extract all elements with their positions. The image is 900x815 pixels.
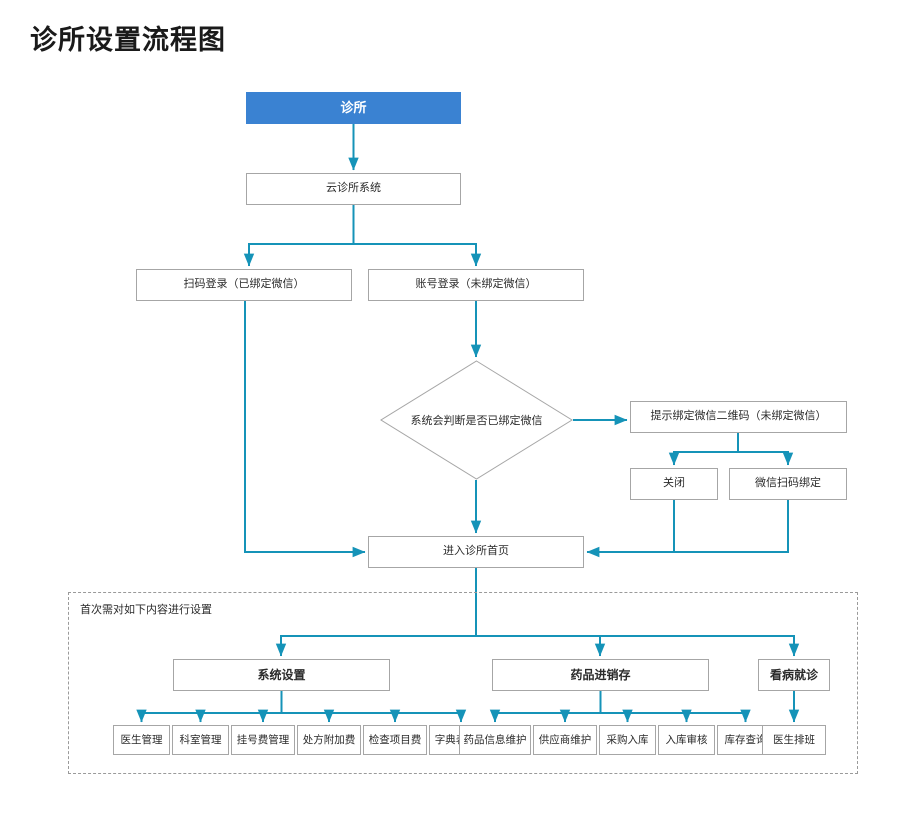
node-category-visit[interactable]: 看病就诊 [758,659,830,691]
edge-cloudsys-to-accountlogin [352,205,482,267]
node-wechat-scan-bind[interactable]: 微信扫码绑定 [729,468,847,500]
node-examination-item-fee[interactable]: 检查项目费 [363,725,427,755]
setup-group-note: 首次需对如下内容进行设置 [80,604,212,616]
node-bind-qr-prompt[interactable]: 提示绑定微信二维码（未绑定微信） [630,401,847,433]
edge-scanlogin-to-home [244,301,366,558]
setup-group-container [68,592,858,774]
node-registration-fee-management[interactable]: 挂号费管理 [231,725,295,755]
edge-cloudsys-to-scanlogin [243,205,355,267]
node-prescription-surcharge[interactable]: 处方附加费 [297,725,361,755]
node-department-management[interactable]: 科室管理 [172,725,229,755]
edge-close-to-home [586,500,675,558]
node-account-login[interactable]: 账号登录（未绑定微信） [368,269,584,301]
edge-wechatbind-to-home [674,500,789,553]
node-decision-label: 系统会判断是否已绑定微信 [410,415,543,427]
node-drug-info-maintenance[interactable]: 药品信息维护 [459,725,531,755]
node-category-system-settings[interactable]: 系统设置 [173,659,390,691]
node-inbound-audit[interactable]: 入库审核 [658,725,715,755]
edge-bindqr-to-close [668,433,739,466]
node-category-drug-inventory[interactable]: 药品进销存 [492,659,709,691]
node-clinic-home[interactable]: 进入诊所首页 [368,536,584,568]
node-purchase-inbound[interactable]: 采购入库 [599,725,656,755]
node-cloud-system[interactable]: 云诊所系统 [246,173,461,205]
node-supplier-maintenance[interactable]: 供应商维护 [533,725,597,755]
diamond-shape [380,360,573,480]
node-doctor-shift-schedule[interactable]: 医生排班 [762,725,826,755]
node-decision-wechat-bound[interactable]: 系统会判断是否已绑定微信 [380,360,573,480]
node-scan-login[interactable]: 扫码登录（已绑定微信） [136,269,352,301]
page-title: 诊所设置流程图 [30,25,226,55]
node-doctor-management[interactable]: 医生管理 [113,725,170,755]
edge-bindqr-to-wechatbind [737,433,794,466]
node-close[interactable]: 关闭 [630,468,718,500]
node-clinic[interactable]: 诊所 [246,92,461,124]
